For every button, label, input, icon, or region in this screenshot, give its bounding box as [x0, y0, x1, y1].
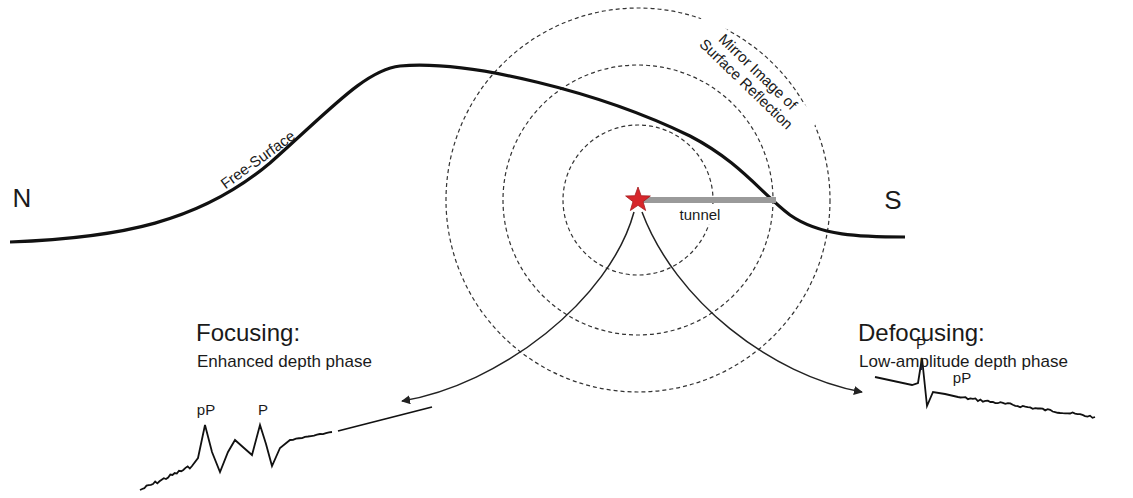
phase-label: P — [258, 402, 268, 419]
tunnel-label: tunnel — [677, 206, 724, 225]
mirror-image-label: Mirror Image of Surface Reflection — [684, 11, 821, 145]
panel-heading: Focusing: — [196, 320, 300, 346]
panel-subheading: Low-amplitude depth phase — [859, 353, 1068, 372]
seismogram-trace — [140, 425, 332, 490]
surface-label: Free-Surface — [218, 128, 299, 193]
panel-subheading: Enhanced depth phase — [197, 353, 372, 372]
ray-path — [402, 212, 634, 401]
tunnel-bar — [640, 197, 776, 203]
wavefront-circle — [446, 8, 830, 392]
source-star — [626, 187, 651, 211]
direction-label: S — [884, 186, 901, 215]
phase-label: pP — [197, 402, 215, 419]
phase-label: P — [916, 336, 926, 353]
ray-path — [642, 212, 862, 392]
phase-label: pP — [953, 370, 971, 387]
wavefront-circles — [446, 8, 830, 392]
seismogram-trace — [338, 407, 432, 431]
direction-label: N — [13, 184, 32, 213]
